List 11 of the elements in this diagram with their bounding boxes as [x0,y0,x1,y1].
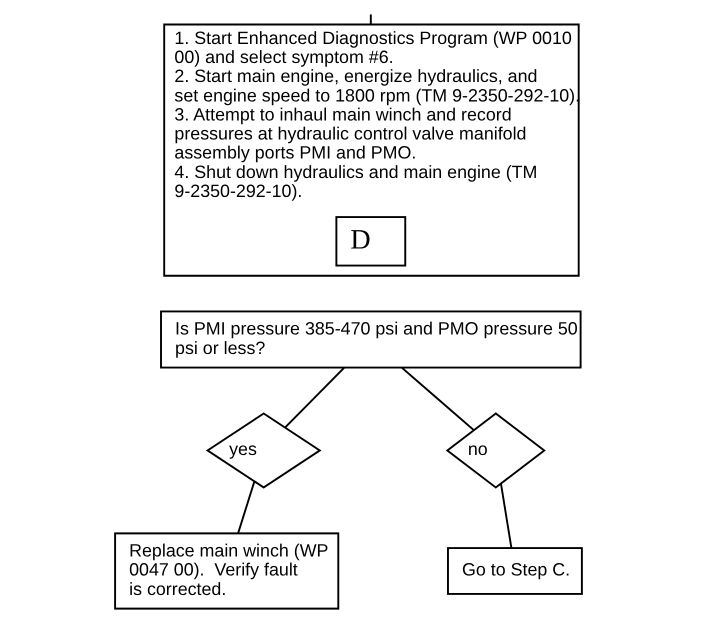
node-box: Go to Step C. [446,547,582,595]
connector [500,484,512,548]
connector [284,366,345,428]
connector [236,481,255,534]
node-box: Is PMI pressure 385-470 psi and PMO pressure 50 psi or less? [160,310,582,369]
node-box: D [334,216,406,266]
node-box: Replace main winch (WP 0047 00). Verify fault is corrected. [114,532,339,610]
node-diamond: no [445,412,546,489]
node-diamond: yes [205,412,322,489]
connector [400,366,474,431]
connector [369,14,372,24]
